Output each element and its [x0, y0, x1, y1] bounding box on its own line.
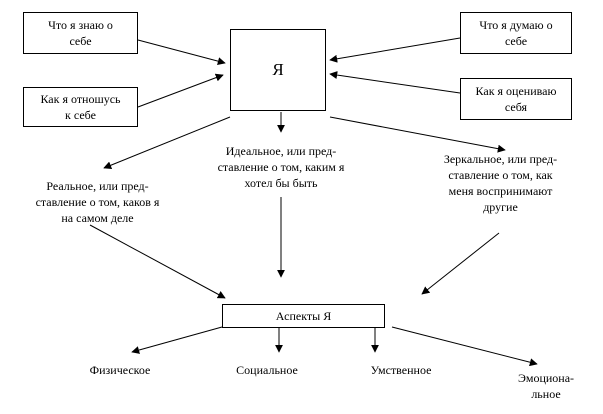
box-what-i-know: Что я знаю о себе [23, 12, 138, 54]
arrow-self-to-mirror [329, 116, 506, 153]
label-real-self: Реальное, или пред- ставление о том, как… [35, 179, 160, 225]
arrow-evaluate-to-self [329, 71, 461, 94]
box-how-i-relate: Как я отношусь к себе [23, 87, 138, 127]
label-aspect-physical: Физическое [89, 363, 151, 377]
box-self: Я [230, 29, 326, 111]
arrow-aspects-to-physical [131, 326, 223, 354]
arrow-aspects-to-emotional [391, 326, 538, 367]
box-what-i-think: Что я думаю о себе [460, 12, 572, 54]
box-aspects-of-self: Аспекты Я [222, 304, 385, 328]
arrow-self-to-real [103, 116, 231, 170]
arrow-relate-to-self [137, 73, 224, 108]
box-how-i-evaluate: Как я оцениваю себя [460, 78, 572, 120]
label-mirror-self: Зеркальное, или пред- ставление о том, к… [443, 152, 558, 214]
arrow-think-to-self [329, 37, 461, 63]
arrow-real-to-aspects [89, 224, 226, 299]
label-aspect-mental: Умственное [370, 363, 432, 377]
label-aspect-social: Социальное [236, 363, 298, 377]
label-aspect-emotional: Эмоциона- льное [517, 371, 575, 401]
label-ideal-self: Идеальное, или пред- ставление о том, ка… [217, 144, 345, 190]
arrow-mirror-to-aspects [421, 232, 500, 295]
arrow-know-to-self [137, 39, 226, 66]
